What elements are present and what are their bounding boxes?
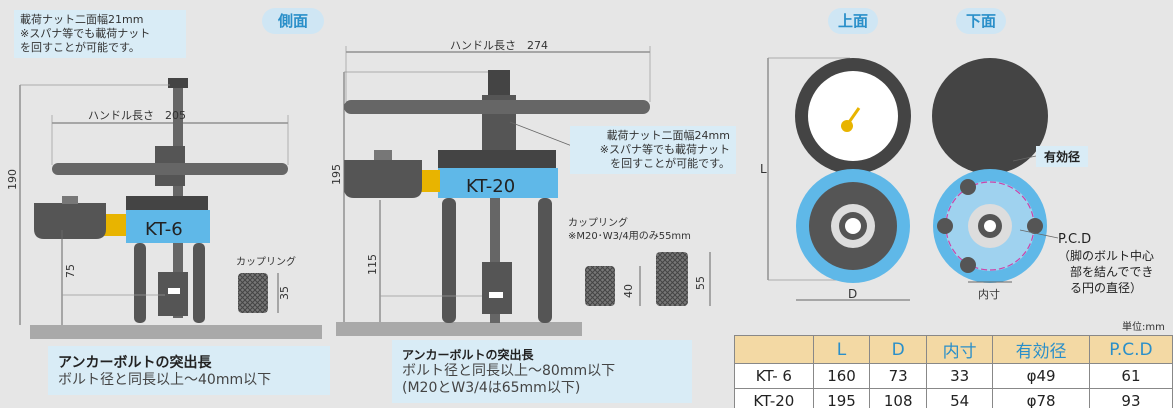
table-cell: 160 — [812, 363, 871, 389]
kt20-coupling-55 — [656, 252, 688, 306]
bottom-view — [932, 58, 1059, 283]
tab-bottom-view: 下面 — [956, 8, 1006, 34]
kt20-handle-label: ハンドル長さ 274 — [450, 39, 548, 52]
table-cell: 54 — [925, 388, 994, 408]
ground-left — [30, 325, 322, 339]
anchor-note-title: アンカーボルトの突出長 — [58, 355, 212, 371]
tab-side-view: 側面 — [262, 8, 324, 34]
table-header: P.C.D — [1088, 335, 1173, 364]
kt6-note-line: ※スパナ等でも載荷ナット — [20, 27, 151, 40]
anchor-note-left: アンカーボルトの突出長 ボルト径と同長以上〜40mm以下 — [48, 346, 330, 395]
table-cell: φ49 — [992, 363, 1090, 389]
kt6-note-line: 載荷ナット二面幅21mm — [20, 13, 144, 26]
kt20-coupling-40 — [585, 266, 615, 306]
kt6-handle-label: ハンドル長さ 205 — [88, 109, 186, 122]
unit-label: 単位:mm — [1122, 322, 1165, 333]
ground-right — [336, 322, 582, 336]
kt6-nut-note: 載荷ナット二面幅21mm ※スパナ等でも載荷ナット を回すことが可能です。 — [14, 10, 186, 58]
kt20-note-line: 載荷ナット二面幅24mm — [606, 129, 730, 142]
pcd-desc: （脚のボルト中心 — [1058, 249, 1155, 263]
table-header: L — [812, 335, 871, 364]
pcd-desc: る円の直径） — [1058, 281, 1143, 295]
table-cell: 195 — [812, 388, 871, 408]
kt20-device — [344, 70, 650, 323]
table-cell: φ78 — [992, 388, 1090, 408]
table-cell: 73 — [869, 363, 927, 389]
kt20-coupling-dim-b: 55 — [694, 276, 707, 290]
inner-dim-label: 内寸 — [978, 287, 1000, 301]
pcd-note: P.C.D （脚のボルト中心 部を結んででき る円の直径） — [1058, 232, 1154, 296]
kt6-dimensions — [19, 84, 289, 325]
kt6-model: KT-6 — [145, 219, 183, 240]
kt6-device — [34, 78, 288, 323]
top-view-L-label: L — [760, 162, 767, 176]
table-cell: 108 — [869, 388, 927, 408]
kt20-coupling-label: カップリング — [568, 216, 628, 229]
table-cell: 93 — [1088, 388, 1173, 408]
kt20-anchor-label: 115 — [366, 254, 379, 275]
table-row: KT-20 195 108 54 φ78 93 — [734, 388, 1173, 408]
tab-top-view: 上面 — [828, 8, 878, 34]
anchor-note-desc: (M20とW3/4は65mm以下) — [402, 380, 581, 396]
table-header: 有効径 — [992, 335, 1090, 364]
kt6-coupling — [238, 273, 268, 313]
kt6-coupling-label: カップリング — [236, 255, 296, 268]
anchor-note-desc: ボルト径と同長以上〜80mm以下 — [402, 363, 616, 379]
kt6-height-label: 190 — [6, 169, 19, 190]
kt20-note-line: を回すことが可能です。 — [610, 157, 730, 170]
anchor-note-desc: ボルト径と同長以上〜40mm以下 — [58, 372, 272, 388]
table-row: KT- 6 160 73 33 φ49 61 — [734, 363, 1173, 389]
table-header: 内寸 — [925, 335, 994, 364]
kt6-note-line: を回すことが可能です。 — [20, 41, 140, 54]
spec-table: L D 内寸 有効径 P.C.D KT- 6 160 73 33 φ49 61 … — [734, 335, 1173, 408]
top-view — [767, 57, 911, 301]
kt6-coupling-dim-label: 35 — [278, 286, 291, 300]
kt20-coupling-note: ※M20･W3/4用のみ55mm — [568, 231, 691, 242]
effective-diameter-label: 有効径 — [1036, 146, 1089, 167]
table-cell: KT- 6 — [734, 363, 814, 389]
table-header — [734, 335, 814, 364]
table-cell: KT-20 — [734, 388, 814, 408]
table-header: D — [869, 335, 927, 364]
kt20-coupling-dim-a: 40 — [622, 284, 635, 298]
anchor-note-title: アンカーボルトの突出長 — [402, 348, 534, 362]
top-view-D-label: D — [848, 287, 857, 301]
kt20-dimensions — [343, 46, 651, 322]
kt20-nut-note: 載荷ナット二面幅24mm ※スパナ等でも載荷ナット を回すことが可能です。 — [570, 126, 736, 174]
kt20-height-label: 195 — [330, 164, 343, 185]
table-header-row: L D 内寸 有効径 P.C.D — [734, 335, 1173, 364]
kt20-note-line: ※スパナ等でも載荷ナット — [599, 143, 730, 156]
table-cell: 61 — [1088, 363, 1173, 389]
anchor-note-right: アンカーボルトの突出長 ボルト径と同長以上〜80mm以下 (M20とW3/4は6… — [392, 340, 692, 403]
table-cell: 33 — [925, 363, 994, 389]
kt20-model: KT-20 — [466, 176, 515, 197]
pcd-desc: 部を結んででき — [1058, 265, 1154, 279]
kt6-anchor-label: 75 — [64, 264, 77, 278]
pcd-title: P.C.D — [1058, 232, 1092, 247]
